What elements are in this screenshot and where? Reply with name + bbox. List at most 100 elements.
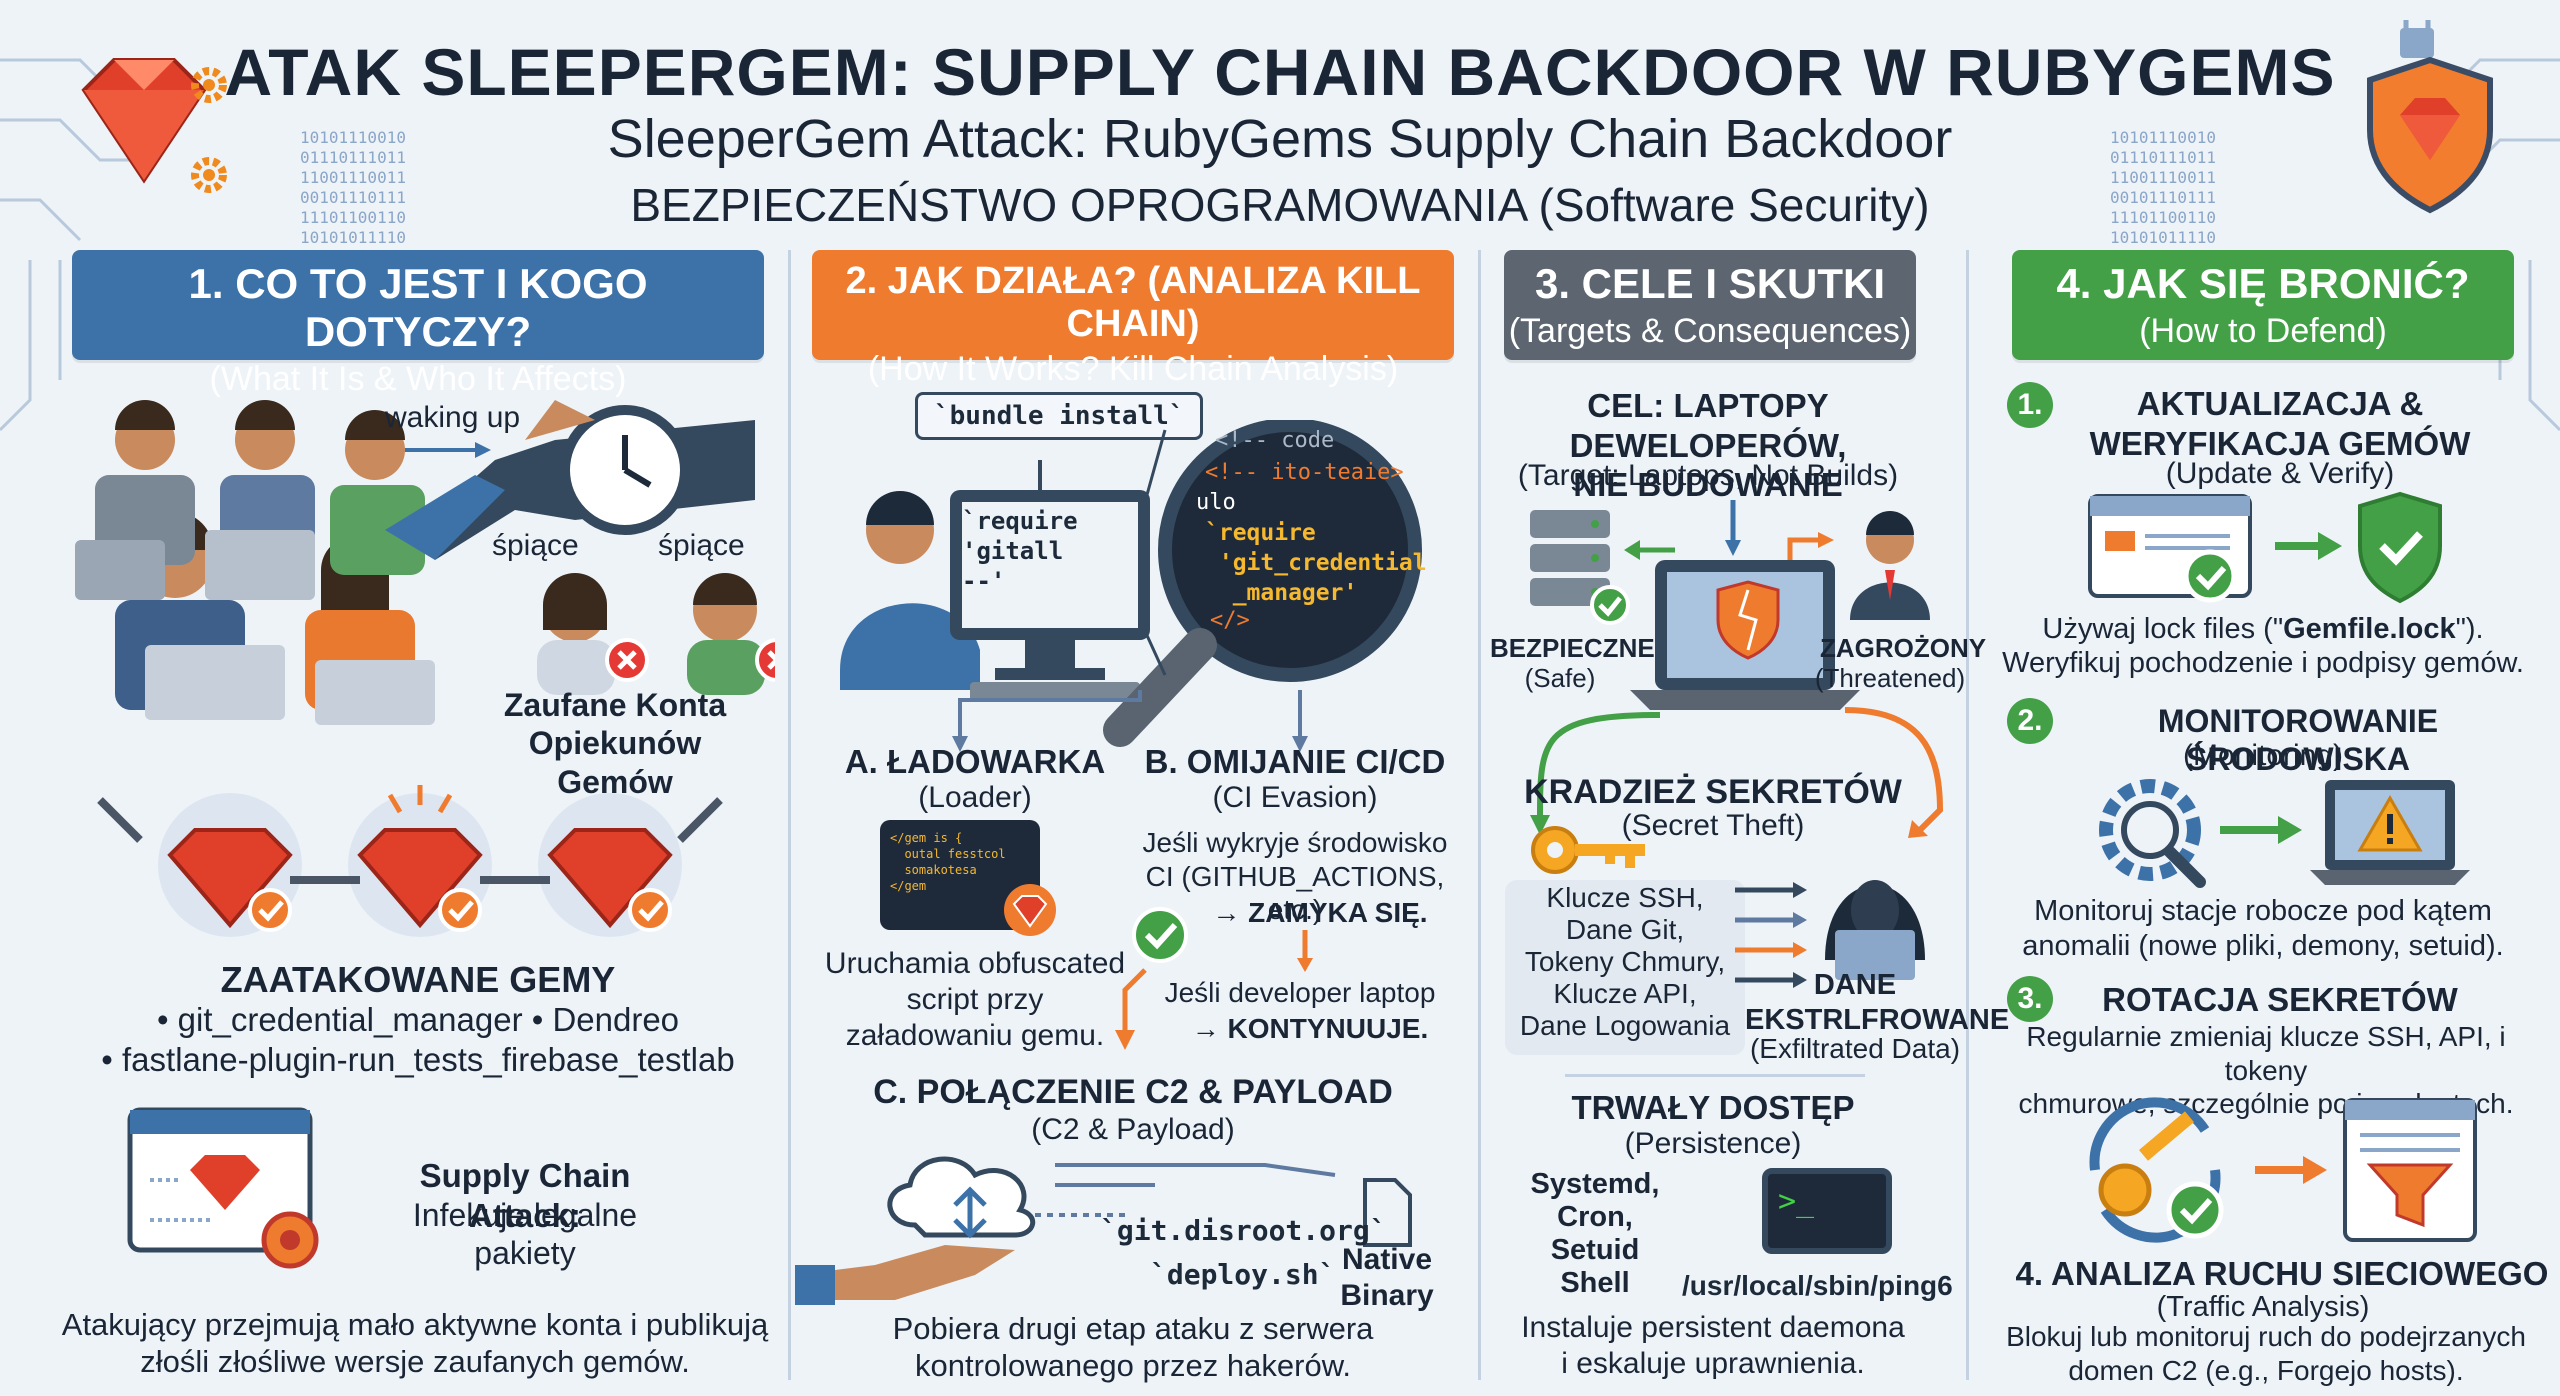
- native-binary-label: Native Binary: [1340, 1243, 1434, 1312]
- section-banner-defend: 4. JAK SIĘ BRONIĆ? (How to Defend): [2012, 250, 2514, 360]
- desc-text: Używaj lock files (": [2042, 613, 2284, 645]
- step-number: 3.: [2007, 976, 2053, 1022]
- defend-traffic-desc: Blokuj lub monitoruj ruch do podejrzanyc…: [2006, 1321, 2526, 1386]
- flow-arrows: [952, 690, 1308, 752]
- terminal-prompt: >_: [1778, 1184, 1815, 1219]
- column1-summary: Atakujący przejmują mało aktywne konta i…: [61, 1307, 769, 1380]
- chained-gems-illustration: [97, 785, 723, 937]
- threatened-subtitle: (Threatened): [1814, 663, 1966, 693]
- check-icon: [2166, 1181, 2224, 1239]
- ci-evasion-desc: Jeśli wykryje środowisko CI (GITHUB_ACTI…: [1142, 827, 1448, 926]
- gear-search-icon: [2099, 779, 2206, 888]
- ci-evasion-close: → ZAMYKA SIĘ.: [1212, 897, 1428, 928]
- exfiltrated-subtitle: (Exfiltrated Data): [1749, 1033, 1961, 1064]
- persistence-methods: Systemd, Cron, Setuid Shell: [1530, 1168, 1660, 1299]
- attacked-gems-list: • fastlane-plugin-run_tests_firebase_tes…: [101, 1041, 735, 1078]
- section-banner-targets: 3. CELE I SKUTKI (Targets & Consequences…: [1504, 250, 1916, 360]
- person-icon: [1850, 511, 1930, 620]
- defend-monitor-title: MONITOROWANIE ŚRODOWISKA: [2157, 703, 2439, 778]
- terminal-icon: >_: [1762, 1168, 1892, 1254]
- ci-evasion-subtitle: (CI Evasion): [1212, 781, 1378, 814]
- trusted-accounts-label: Zaufane Konta Opiekunów Gemów: [503, 687, 727, 800]
- laptop-warning-icon: [2310, 780, 2470, 885]
- ci-evasion-title: B. OMIJANIE CI/CD: [1144, 743, 1446, 780]
- targets-illustration: [1530, 500, 1944, 838]
- banner-subtitle: (How It Works? Kill Chain Analysis): [867, 350, 1399, 388]
- attacked-gems-title: ZAATAKOWANE GEMY: [220, 959, 616, 1000]
- lens-code-require: `require 'git_credential _manager': [1205, 520, 1427, 606]
- check-icon: [248, 888, 292, 932]
- lens-code-tag: </>: [1210, 608, 1250, 633]
- defend-traffic-subtitle: (Traffic Analysis): [2156, 1291, 2370, 1323]
- update-verify-illustration: [2088, 491, 2442, 604]
- page-title: ATAK SLEEPERGEM: SUPPLY CHAIN BACKDOOR W…: [224, 35, 2336, 109]
- safe-subtitle: (Safe): [1524, 663, 1596, 693]
- cloud-icon: [887, 1156, 1035, 1239]
- sleeping-label: śpiące: [492, 529, 579, 562]
- check-icon: [1590, 585, 1630, 625]
- rotation-illustration: [2089, 1097, 2477, 1243]
- category-label: BEZPIECZEŃSTWO OPROGRAMOWANIA (Software …: [630, 179, 1930, 231]
- desc-text: ").: [2455, 613, 2484, 645]
- persistence-title: TRWAŁY DOSTĘP: [1571, 1089, 1855, 1126]
- secrets-list: Klucze SSH, Dane Git, Tokeny Chmury, Klu…: [1519, 882, 1731, 1041]
- page-subtitle: SleeperGem Attack: RubyGems Supply Chain…: [607, 109, 1953, 169]
- banner-title: 4. JAK SIĘ BRONIĆ?: [2056, 260, 2470, 307]
- c2-host: `git.disroot.org`: [1100, 1214, 1387, 1247]
- section-banner-how: 2. JAK DZIAŁA? (ANALIZA KILL CHAIN) (How…: [812, 250, 1454, 388]
- banner-title: 1. CO TO JEST I KOGO DOTYCZY?: [188, 260, 648, 355]
- defend-update-title: AKTUALIZACJA & WERYFIKACJA GEMÓW: [2089, 385, 2471, 462]
- banner-subtitle: (How to Defend): [2139, 312, 2387, 350]
- column-divider: [788, 250, 791, 1380]
- key-icon: [1531, 826, 1645, 874]
- clock-icon: [560, 405, 690, 535]
- check-icon: [2183, 549, 2237, 603]
- c2-payload-file: `deploy.sh`: [1150, 1258, 1336, 1291]
- column-divider: [1478, 250, 1481, 1380]
- section-banner-what: 1. CO TO JEST I KOGO DOTYCZY? (What It I…: [72, 250, 764, 398]
- step-number: 2.: [2007, 698, 2053, 744]
- ci-evasion-continue: → KONTYNUUJE.: [1191, 1013, 1429, 1044]
- persistence-subtitle: (Persistence): [1624, 1127, 1802, 1160]
- file-icon: [1363, 1178, 1412, 1247]
- virus-icon: [261, 1211, 319, 1269]
- persistence-path: /usr/local/sbin/ping6: [1682, 1270, 1953, 1301]
- banner-subtitle: (Targets & Consequences): [1508, 312, 1912, 350]
- close-icon: [605, 638, 649, 682]
- binary-decoration-left: 10101110010 01110111011 11001110011 0010…: [300, 128, 406, 247]
- banner-title: 3. CELE I SKUTKI: [1534, 260, 1886, 307]
- defend-update-subtitle: (Update & Verify): [2165, 457, 2395, 490]
- ci-flow-icons: [1115, 907, 1313, 1050]
- developer-computer-illustration: [840, 420, 1422, 747]
- ruby-gem-icon: [1004, 884, 1056, 936]
- threatened-label: ZAGROŻONY: [1820, 633, 1987, 663]
- hacker-icon: [1825, 880, 1925, 980]
- lens-code-comment: <!-- ito-teaie>: [1205, 460, 1404, 485]
- attacked-gems-list: • git_credential_manager • Dendreo: [156, 1001, 680, 1038]
- c2-illustration: [795, 1156, 1412, 1305]
- gemfile-lock: Gemfile.lock: [2283, 613, 2456, 645]
- shield-check-icon: [2358, 491, 2442, 604]
- safe-label: BEZPIECZNE: [1490, 633, 1655, 663]
- defend-update-desc: Używaj lock files ("Gemfile.lock").: [2012, 612, 2514, 647]
- c2-title: C. POŁĄCZENIE C2 & PAYLOAD: [873, 1073, 1393, 1111]
- lens-code-comment: <!-- code: [1215, 428, 1335, 453]
- secret-theft-subtitle: (Secret Theft): [1621, 809, 1805, 842]
- screen-code: `require 'gitall --': [962, 507, 1078, 595]
- ruby-gem-icon: [81, 58, 227, 193]
- loader-title: A. ŁADOWARKA: [844, 743, 1106, 780]
- target-subtitle: (Target: Laptops, Not Builds): [1517, 459, 1899, 492]
- waking-label: waking up: [385, 401, 521, 434]
- banner-subtitle: (What It Is & Who It Affects): [209, 360, 627, 398]
- check-icon: [438, 888, 482, 932]
- target-title: CEL: LAPTOPY DEWELOPERÓW, NIE BUDOWANIE: [1569, 387, 1847, 504]
- defend-update-desc2: Weryfikuj pochodzenie i podpisy gemów.: [2002, 647, 2524, 679]
- supply-chain-desc: Infekuje legalne pakiety: [412, 1197, 638, 1272]
- close-icon: [755, 638, 775, 682]
- binary-decoration-right: 10101110010 01110111011 11001110011 0010…: [2110, 128, 2216, 247]
- magnifier-icon: [1103, 420, 1422, 747]
- check-icon: [1132, 907, 1188, 963]
- step-number: 1.: [2007, 382, 2053, 428]
- banner-title: 2. JAK DZIAŁA? (ANALIZA KILL CHAIN): [845, 260, 1421, 345]
- loader-subtitle: (Loader): [918, 781, 1032, 814]
